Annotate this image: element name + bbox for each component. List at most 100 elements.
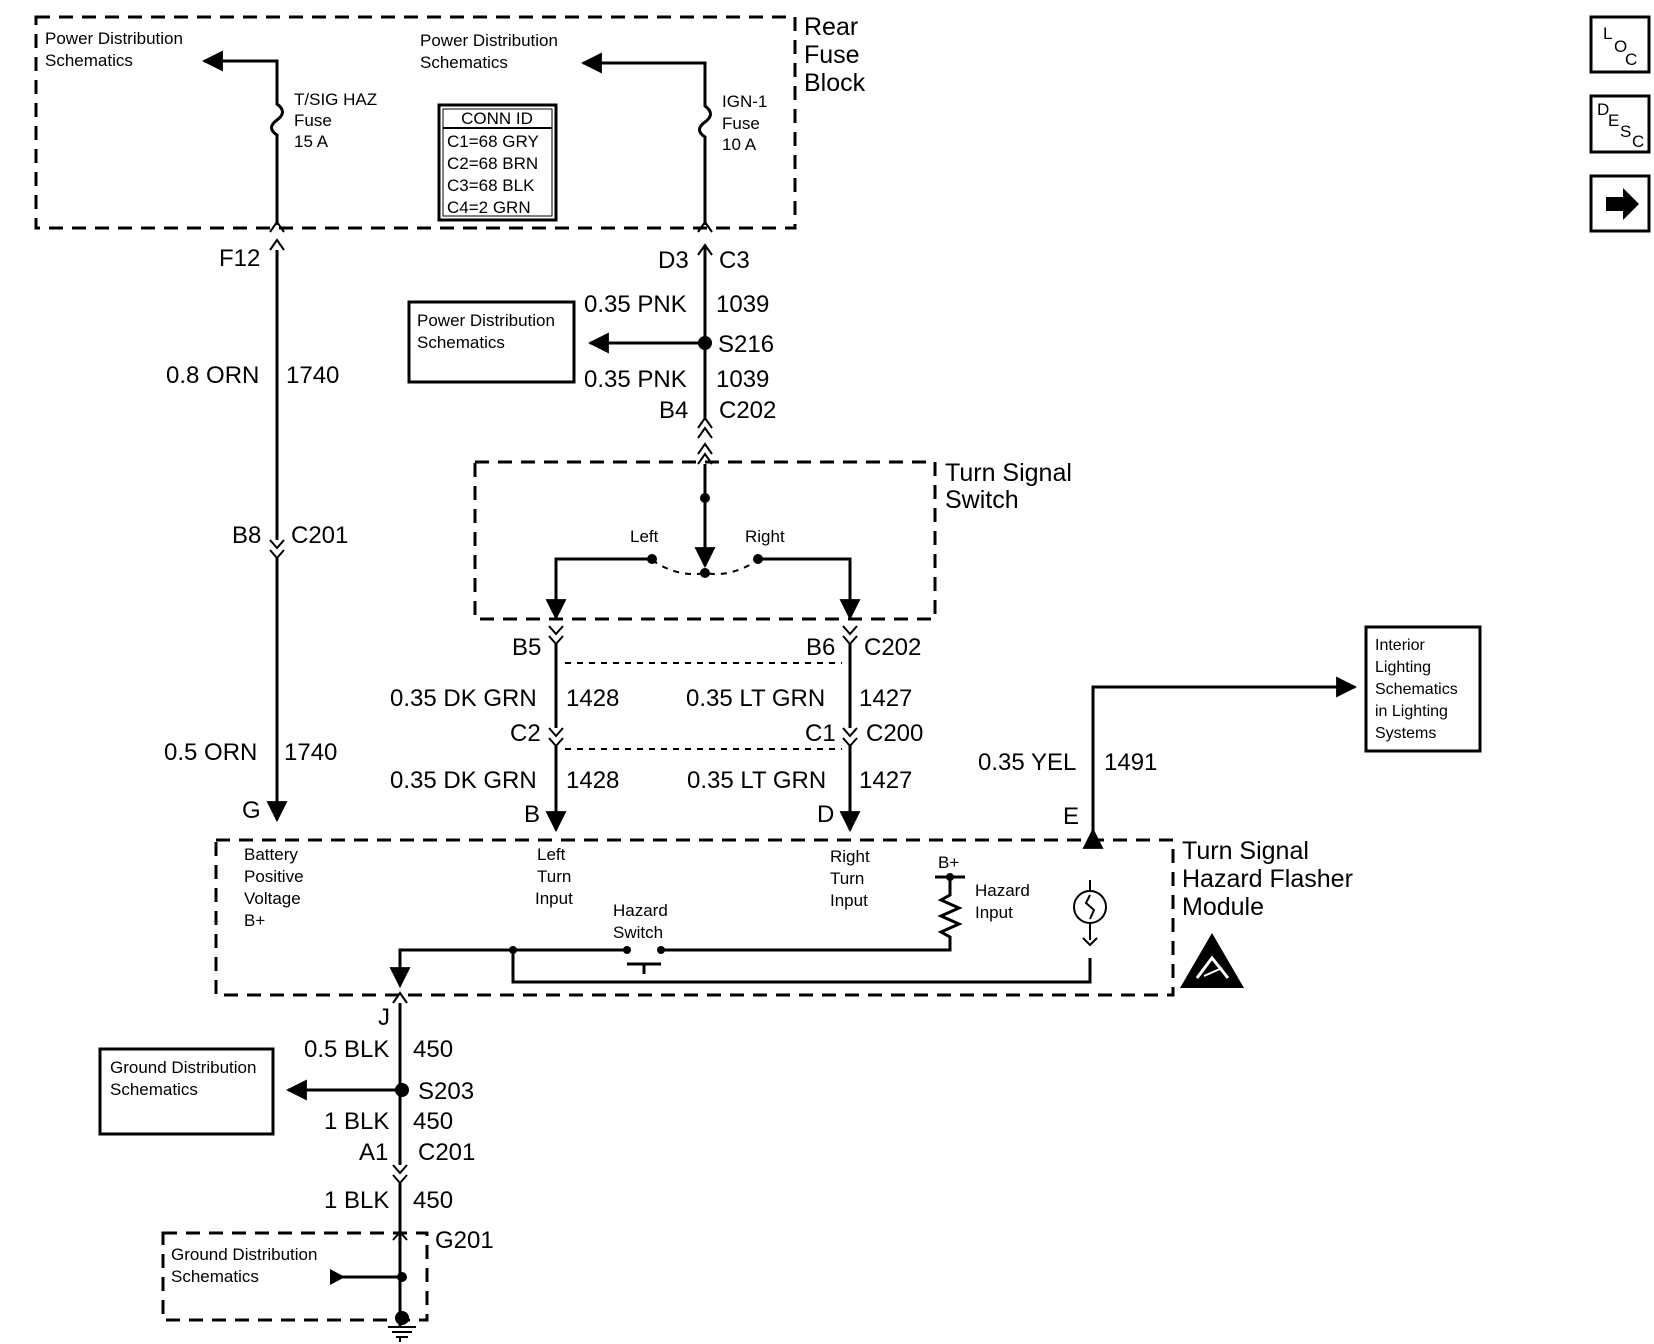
loc-letter-c: C xyxy=(1625,50,1637,69)
switch-title-2: Switch xyxy=(945,486,1019,514)
conn-id-title: CONN ID xyxy=(461,109,533,128)
interior-box-line: Schematics xyxy=(1375,681,1458,698)
splice-s203-label: S203 xyxy=(418,1078,474,1105)
turn-signal-hazard-flasher-module: Turn Signal Hazard Flasher Module Batter… xyxy=(214,837,1353,997)
pin-c2-label: C2 xyxy=(510,720,541,747)
pd-right-label-1: Power Distribution xyxy=(420,31,558,50)
interior-box-line: in Lighting xyxy=(1375,703,1448,720)
battery-label: Voltage xyxy=(244,889,301,908)
right-turn-input-label: Input xyxy=(830,891,868,910)
gd-bottom-label-1: Ground Distribution xyxy=(171,1245,317,1264)
interior-box-line: Interior xyxy=(1375,637,1425,654)
connector-c201-label: C201 xyxy=(418,1139,475,1166)
pin-b-label: B xyxy=(524,801,540,828)
tsig-fuse-label-3: 15 A xyxy=(294,132,329,151)
wire-color-label: 0.5 BLK xyxy=(304,1036,389,1063)
splice-s216-label: S216 xyxy=(718,331,774,358)
pin-d3-label: D3 xyxy=(658,247,689,274)
pin-d-label: D xyxy=(817,801,834,828)
ground-distribution-box xyxy=(98,1047,275,1136)
wire-color-label: 0.35 YEL xyxy=(978,749,1076,776)
pin-b5-label: B5 xyxy=(512,634,541,661)
ign1-fuse-label-1: IGN-1 xyxy=(722,92,767,111)
conn-id-row: C3=68 BLK xyxy=(447,176,535,195)
right-turn-input-label: Turn xyxy=(830,869,864,888)
wire-color-label: 0.35 LT GRN xyxy=(686,685,825,712)
left-turn-input-label: Turn xyxy=(537,867,571,886)
desc-letter-e: E xyxy=(1608,111,1619,130)
conn-id-row: C1=68 GRY xyxy=(447,132,539,151)
wire-color-label: 0.8 ORN xyxy=(166,362,259,389)
conn-id-table: CONN ID C1=68 GRY C2=68 BRN C3=68 BLK C4… xyxy=(437,103,558,222)
loc-letter-l: L xyxy=(1603,24,1612,43)
turn-signal-switch: Turn Signal Switch Left Right xyxy=(473,459,1072,621)
pd-left-label-2: Schematics xyxy=(45,51,133,70)
tsig-haz-fuse-symbol xyxy=(201,50,284,225)
hazard-input-label: Hazard xyxy=(975,881,1030,900)
hazard-switch-label: Switch xyxy=(613,923,663,942)
pin-j-label: J xyxy=(378,1004,390,1031)
interior-lighting-box xyxy=(1364,625,1482,753)
ign1-fuse-label-2: Fuse xyxy=(722,114,760,133)
connector-c3-label: C3 xyxy=(719,247,750,274)
circuit-1491: Interior Lighting Schematics in Lighting… xyxy=(978,625,1482,849)
tsig-fuse-label-1: T/SIG HAZ xyxy=(294,90,377,109)
module-title-1: Turn Signal xyxy=(1182,837,1309,865)
module-title-3: Module xyxy=(1182,893,1264,921)
wire-color-label: 1 BLK xyxy=(324,1108,389,1135)
rear-fuse-block-title-1: Rear xyxy=(804,13,858,41)
hazard-input-label: Input xyxy=(975,903,1013,922)
circuit-450: J 0.5 BLK 450 Ground Distribution Schema… xyxy=(98,991,494,1342)
g201-ground-block xyxy=(161,1231,429,1322)
pd-box-label-2: Schematics xyxy=(417,333,505,352)
turn-output-circuits: B5 B6 C202 0.35 DK GRN 1428 0.35 LT GRN … xyxy=(390,625,923,833)
pin-b8-label: B8 xyxy=(232,522,261,549)
wire-color-label: 0.35 PNK xyxy=(584,366,687,393)
desc-button[interactable]: D E S C xyxy=(1589,94,1651,154)
interior-box-line: Lighting xyxy=(1375,659,1431,676)
next-arrow-button[interactable] xyxy=(1589,174,1651,233)
battery-label: Positive xyxy=(244,867,304,886)
ign1-fuse-symbol xyxy=(580,52,712,225)
circuit-number-label: 1039 xyxy=(716,291,769,318)
circuit-number-label: 1428 xyxy=(566,685,619,712)
rear-fuse-block: Rear Fuse Block Power Distribution Schem… xyxy=(34,13,866,230)
pin-f12-label: F12 xyxy=(219,245,260,272)
arrow-right-icon xyxy=(1606,188,1639,220)
pd-left-label-1: Power Distribution xyxy=(45,29,183,48)
pin-c1-label: C1 xyxy=(805,720,836,747)
wire-color-label: 0.35 PNK xyxy=(584,291,687,318)
circuit-number-label: 1427 xyxy=(859,685,912,712)
connector-c200-label: C200 xyxy=(866,720,923,747)
circuit-number-label: 1427 xyxy=(859,767,912,794)
pin-b4-label: B4 xyxy=(659,397,688,424)
desc-letter-d: D xyxy=(1597,100,1609,119)
gd-box-label-1: Ground Distribution xyxy=(110,1058,256,1077)
pd-right-label-2: Schematics xyxy=(420,53,508,72)
switch-title-1: Turn Signal xyxy=(945,459,1072,487)
wire-color-label: 0.35 DK GRN xyxy=(390,767,537,794)
switch-left-label: Left xyxy=(630,527,659,546)
wire-color-label: 0.35 LT GRN xyxy=(687,767,826,794)
left-turn-input-label: Left xyxy=(537,845,566,864)
pin-e-label: E xyxy=(1063,803,1079,830)
circuit-1039: D3 C3 0.35 PNK 1039 S216 Power Distribut… xyxy=(407,220,776,465)
pd-schematics-box xyxy=(407,300,576,384)
rear-fuse-block-title-2: Fuse xyxy=(804,41,860,69)
gd-bottom-label-2: Schematics xyxy=(171,1267,259,1286)
gd-box-label-2: Schematics xyxy=(110,1080,198,1099)
connector-c202-label: C202 xyxy=(864,634,921,661)
right-turn-input-label: Right xyxy=(830,847,870,866)
loc-button[interactable]: L O C xyxy=(1589,15,1651,74)
circuit-number-label: 1740 xyxy=(286,362,339,389)
circuit-number-label: 450 xyxy=(413,1036,453,1063)
desc-letter-c: C xyxy=(1632,132,1644,151)
ign1-fuse-label-3: 10 A xyxy=(722,135,757,154)
esd-warning-icon xyxy=(1180,933,1244,988)
circuit-number-label: 1491 xyxy=(1104,749,1157,776)
circuit-number-label: 1740 xyxy=(284,739,337,766)
battery-label: B+ xyxy=(244,911,265,930)
interior-box-line: Systems xyxy=(1375,725,1436,742)
tsig-fuse-label-2: Fuse xyxy=(294,111,332,130)
